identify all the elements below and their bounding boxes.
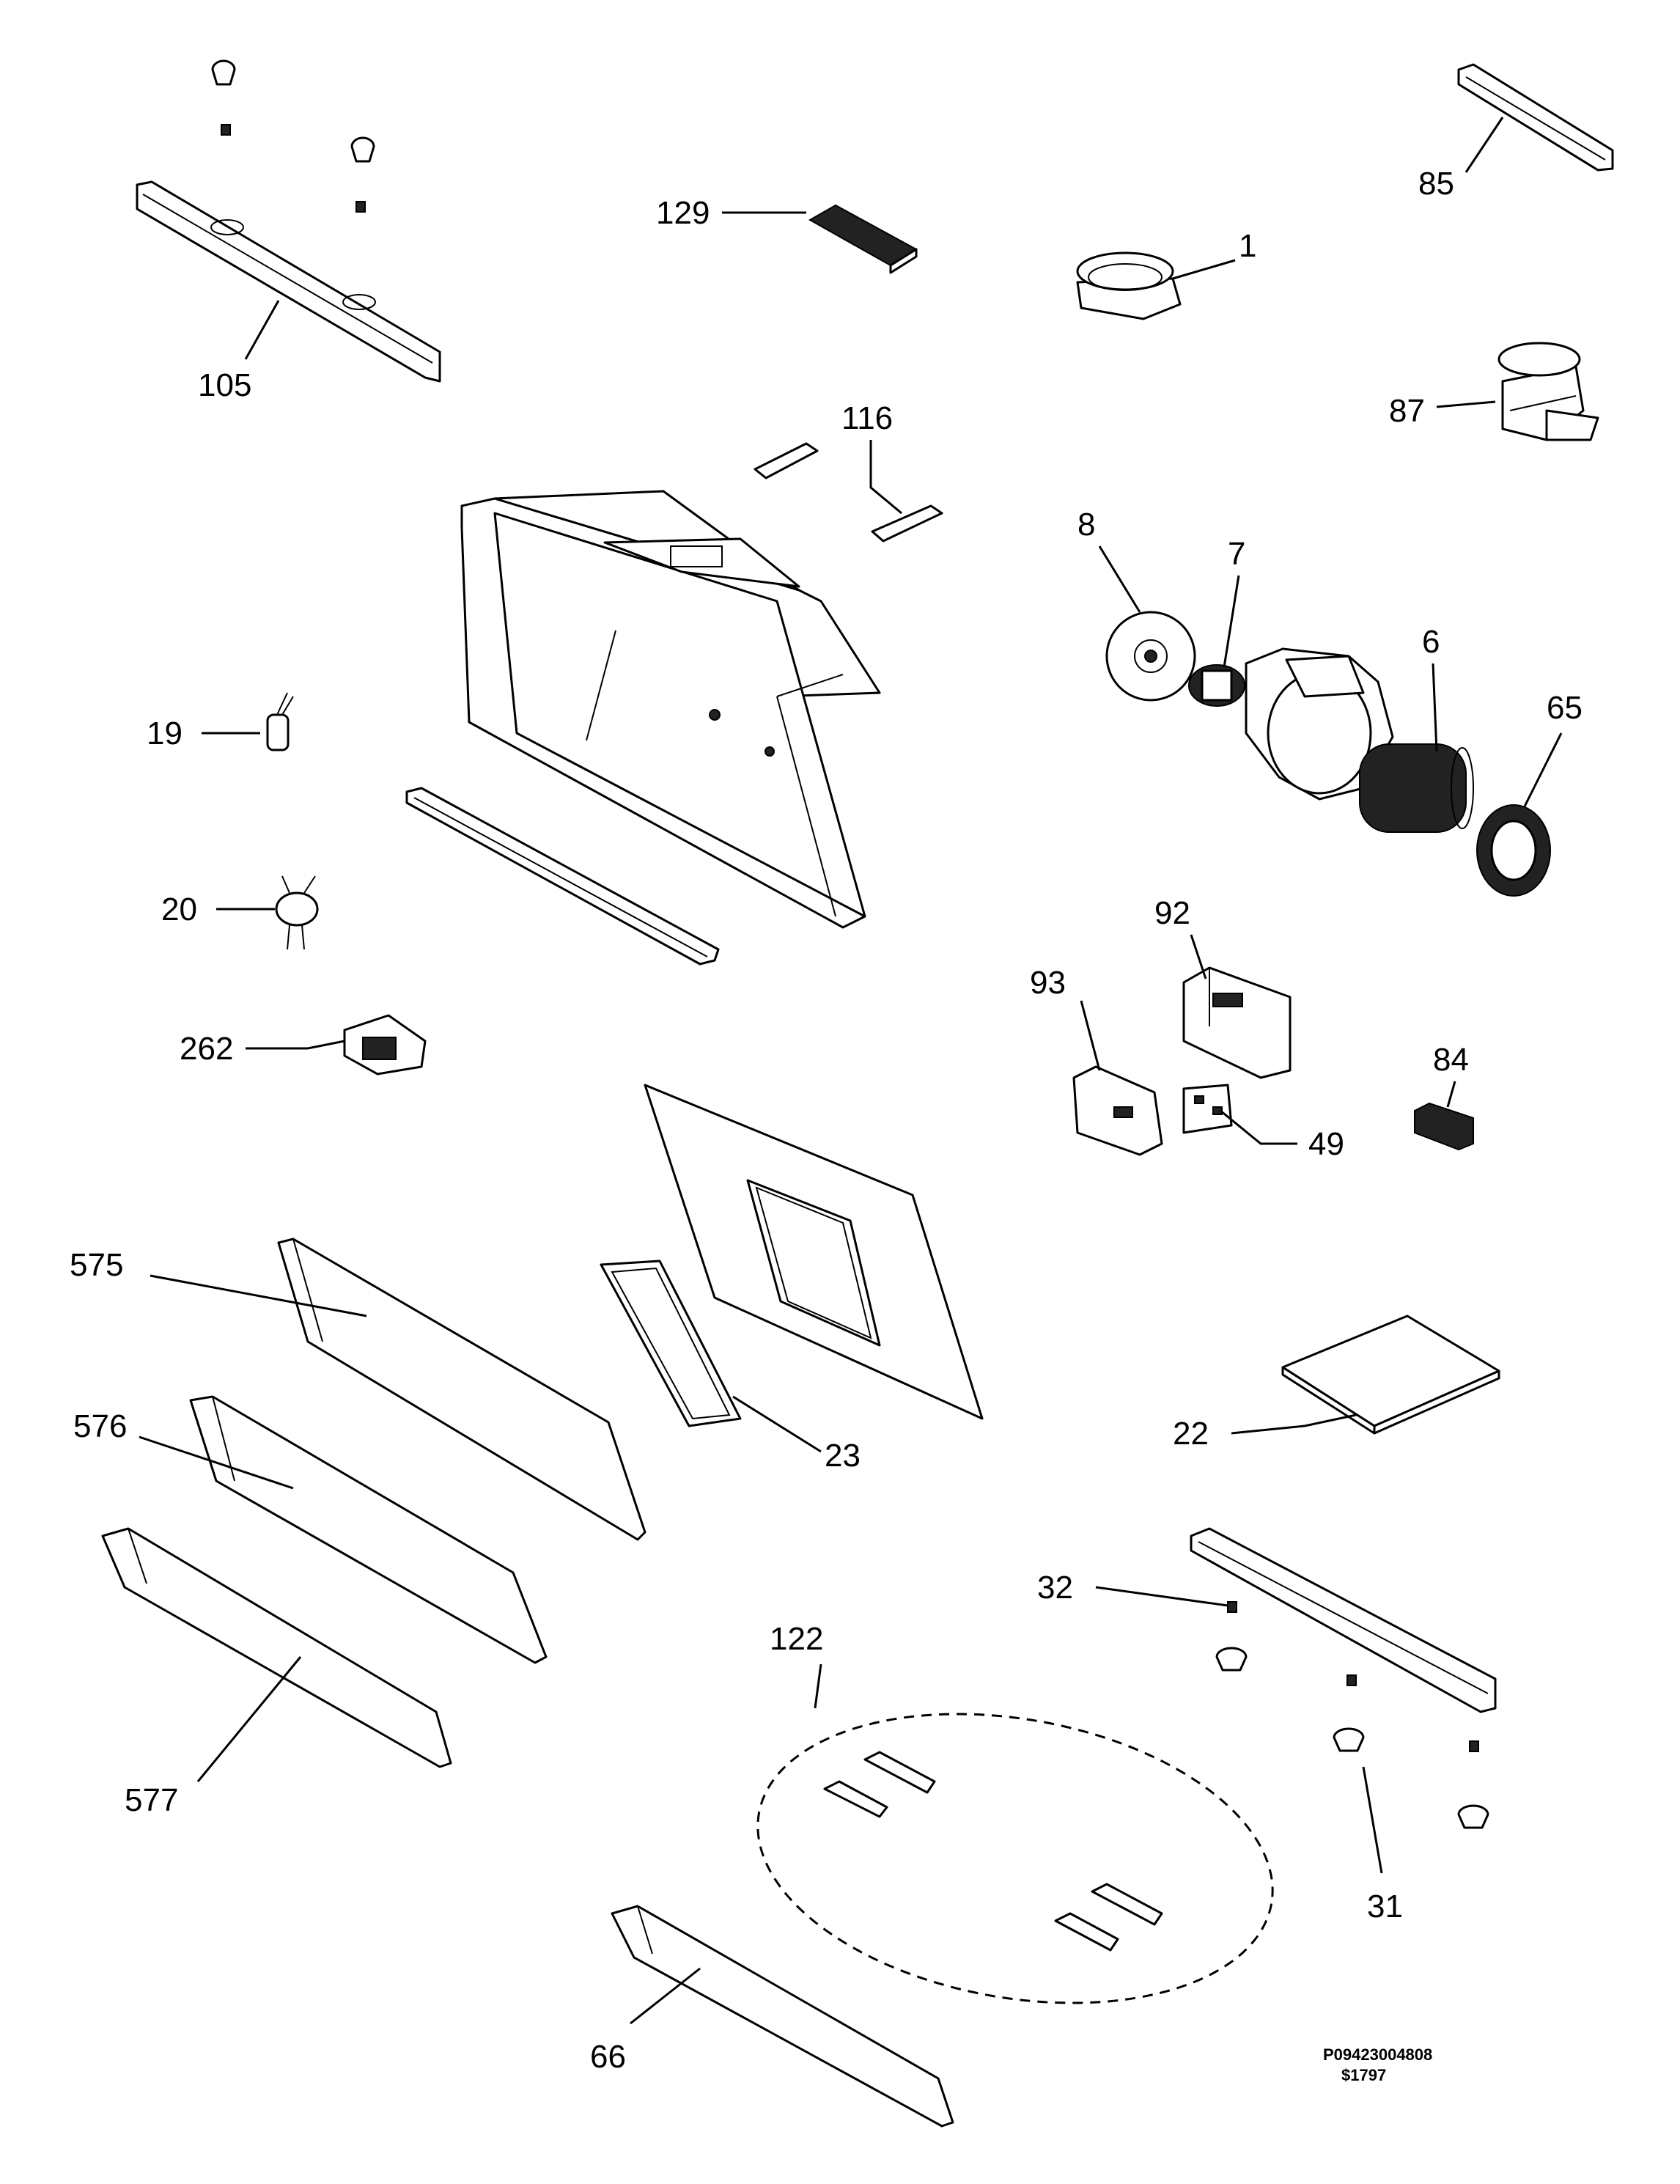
callout-22: 22	[1173, 1416, 1209, 1452]
callout-577: 577	[125, 1782, 178, 1818]
part-23-filter-frame	[600, 1260, 742, 1427]
part-122-clip-group	[756, 1713, 1274, 2004]
callout-116: 116	[841, 400, 893, 436]
callout-575: 575	[70, 1247, 123, 1283]
callout-85: 85	[1418, 166, 1454, 202]
callout-87: 87	[1389, 393, 1425, 429]
part-31-bulbs	[1215, 1647, 1489, 1829]
callout-8: 8	[1077, 507, 1095, 543]
part-20-capacitor	[275, 875, 319, 950]
part-1-outlet-collar	[1076, 251, 1182, 320]
part-22-filter-plate	[1281, 1315, 1500, 1435]
document-code: P09423004808	[1323, 2045, 1432, 2064]
back-panel-with-window	[644, 1084, 984, 1420]
callout-49: 49	[1308, 1126, 1344, 1162]
callout-129: 129	[656, 195, 710, 231]
callout-19: 19	[147, 716, 183, 751]
callout-23: 23	[825, 1438, 861, 1474]
part-84-switch	[1414, 1102, 1474, 1151]
part-105-top-trim	[136, 59, 441, 383]
callout-6: 6	[1422, 624, 1440, 660]
part-66-bottom-rail	[611, 1905, 954, 2128]
part-262-transformer	[343, 1014, 427, 1076]
part-32-clip	[1227, 1601, 1479, 1752]
part-8-motor-plate	[1105, 611, 1196, 702]
part-85-bracket	[1457, 63, 1614, 172]
callout-labels: 129 1 85 87 105 116 8 7 6 65 19 20 262 9…	[70, 166, 1583, 2075]
callout-65: 65	[1547, 690, 1583, 726]
callout-576: 576	[73, 1408, 127, 1444]
part-87-outlet-collar	[1497, 342, 1599, 441]
callout-31: 31	[1367, 1889, 1403, 1924]
callout-7: 7	[1228, 536, 1245, 572]
part-129-grille	[808, 204, 918, 274]
part-575-front-panel	[277, 1238, 646, 1541]
part-49-small-board	[1182, 1084, 1233, 1134]
part-19-capacitor	[266, 692, 294, 751]
part-92-control-box	[1182, 966, 1292, 1079]
part-7-motor	[1188, 664, 1245, 707]
leader-lines	[139, 117, 1563, 2025]
callout-92: 92	[1154, 895, 1190, 931]
callout-1: 1	[1239, 228, 1256, 264]
part-577-front-panel	[101, 1527, 452, 1768]
callout-32: 32	[1037, 1570, 1073, 1606]
callout-93: 93	[1030, 965, 1066, 1001]
front-rail	[405, 787, 720, 966]
part-6-blower-wheel	[1359, 743, 1474, 833]
part-93-circuit-board	[1072, 1065, 1163, 1156]
revision-code: $1797	[1341, 2066, 1386, 2084]
callout-105: 105	[198, 367, 251, 403]
part-65-blower-cover	[1476, 804, 1551, 897]
callout-20: 20	[161, 891, 197, 927]
right-lamp-rail	[1190, 1527, 1497, 1713]
part-116-clips	[754, 442, 943, 543]
callout-84: 84	[1433, 1042, 1469, 1078]
main-hood-body	[460, 490, 881, 929]
callout-262: 262	[180, 1031, 233, 1067]
callout-66: 66	[590, 2039, 626, 2075]
callout-122: 122	[770, 1621, 823, 1657]
part-6-blower-housing	[1245, 647, 1394, 801]
